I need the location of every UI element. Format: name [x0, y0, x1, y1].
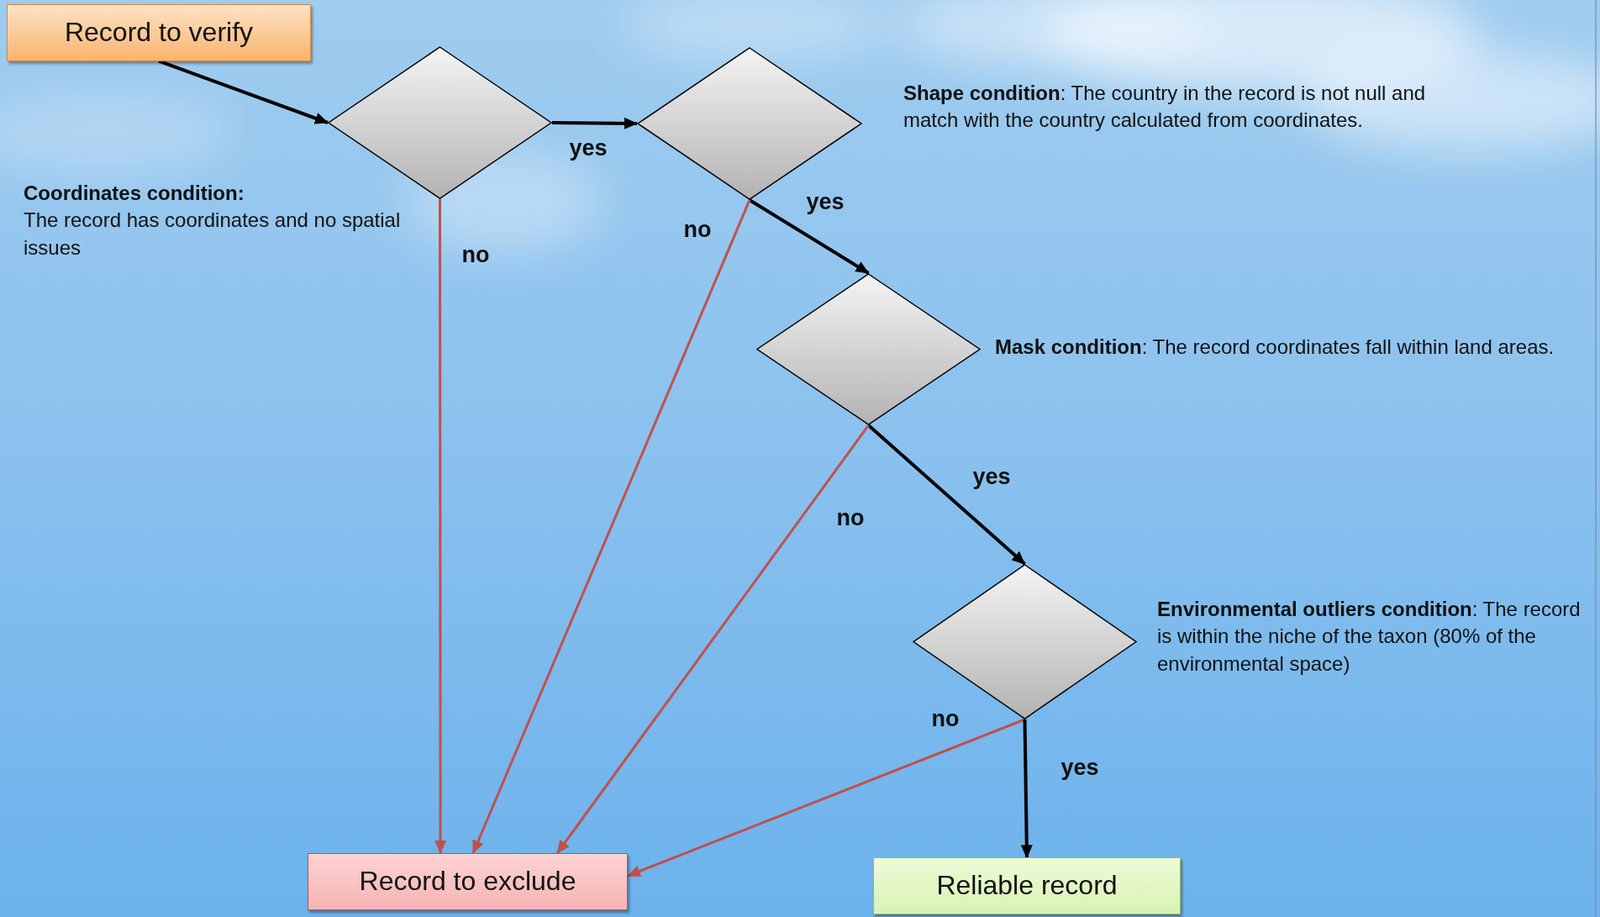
condition-body: : The record coordinates fall within lan…	[1142, 335, 1555, 358]
diamond-outline	[757, 273, 980, 425]
yes-connector	[868, 425, 1026, 564]
decision-diamond: Coordinates condition:The record has coo…	[327, 46, 553, 200]
condition-text: Shape condition: The country in the reco…	[903, 79, 1450, 135]
start-box: Record to verify	[6, 4, 311, 62]
condition-heading: Environmental outliers condition	[1157, 597, 1473, 621]
condition-heading: Shape condition	[903, 81, 1061, 105]
edge-label: no	[462, 242, 490, 269]
no-connector	[438, 199, 443, 853]
no-connector	[557, 425, 869, 853]
edge-label: no	[684, 216, 712, 243]
yes-connector	[158, 61, 328, 123]
box-text: Record to exclude	[323, 863, 612, 900]
condition-text: Mask condition: The record coordinates f…	[994, 333, 1567, 361]
diamond-shape	[636, 47, 863, 200]
condition-heading: Mask condition	[994, 335, 1143, 358]
decision-diamond: Environmental outliers condition: The re…	[912, 563, 1137, 720]
decision-diamond: Shape condition: The country in the reco…	[636, 47, 863, 200]
condition-text: Coordinates condition:The record has coo…	[23, 179, 419, 262]
condition-text: Environmental outliers condition: The re…	[1157, 595, 1586, 678]
diamond-outline	[913, 564, 1137, 719]
reliable-box: Reliable record	[873, 857, 1181, 915]
diamond-outline	[328, 47, 552, 199]
condition-body: The record has coordinates and no spatia…	[23, 206, 419, 262]
edge-label: yes	[1060, 754, 1099, 781]
diamond-shape	[912, 563, 1137, 720]
diamond-outline	[637, 47, 862, 200]
yes-connector	[1025, 719, 1028, 858]
box-text: Reliable record	[889, 868, 1165, 904]
condition-heading: Coordinates condition:	[23, 179, 419, 207]
no-connector	[627, 719, 1026, 876]
diamond-shape	[756, 273, 981, 426]
decision-diamond: Mask condition: The record coordinates f…	[756, 273, 981, 426]
edge-label: no	[931, 705, 960, 732]
yes-connector	[552, 122, 637, 124]
no-connector	[473, 200, 750, 853]
edge-label: yes	[568, 135, 607, 162]
box-text: Record to verify	[22, 15, 295, 51]
edge-label: no	[836, 505, 865, 532]
edge-label: yes	[972, 463, 1011, 490]
exclude-box: Record to exclude	[307, 852, 628, 911]
edge-label: yes	[805, 189, 844, 216]
diamond-shape	[327, 46, 553, 200]
